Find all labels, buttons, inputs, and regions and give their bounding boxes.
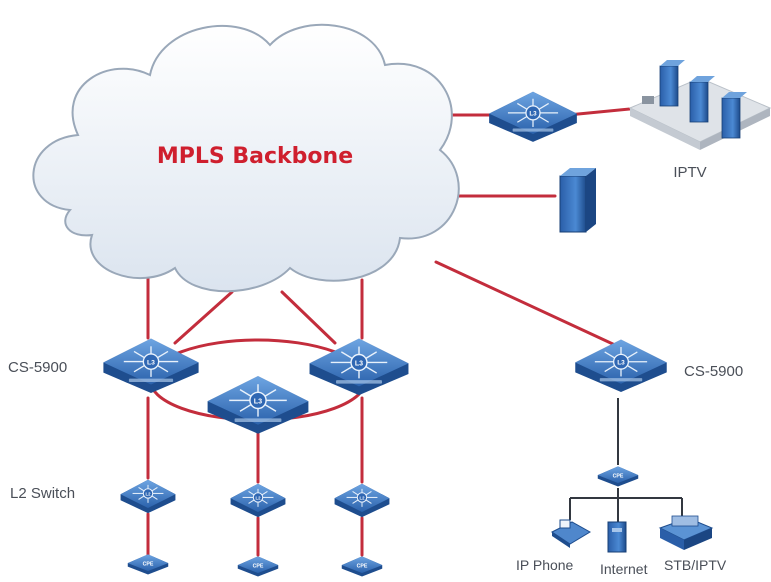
cpe-mid[interactable] (237, 556, 279, 577)
cs5900-label-left: CS-5900 (8, 359, 67, 376)
internet-label: Internet (600, 561, 648, 577)
l3-switch-iptv[interactable] (488, 91, 578, 143)
cpe-icon (237, 556, 279, 577)
cpe-branch[interactable] (597, 466, 639, 487)
l3-switch-icon (488, 91, 578, 143)
l2-switch-icon (120, 479, 176, 514)
l2-switch-icon (334, 483, 390, 518)
cpe-icon (341, 556, 383, 577)
cpe-branch-links (569, 398, 683, 522)
pc-icon (607, 521, 627, 553)
link-iptv-switch-servers (566, 106, 642, 117)
cpe-icon (127, 554, 169, 575)
ip-phone-icon (551, 519, 591, 548)
stb-icon (658, 515, 714, 550)
stb-iptv-label: STB/IPTV (664, 557, 727, 573)
l2-switch-mid[interactable] (230, 483, 286, 518)
l3-switch-icon (102, 337, 200, 394)
iptv-server-rack[interactable] (628, 60, 771, 150)
l2-switch-label: L2 Switch (10, 485, 75, 502)
server-icon (559, 168, 596, 233)
cpe-left[interactable] (127, 554, 169, 575)
l2-switch-left[interactable] (120, 479, 176, 514)
l2-switch-right[interactable] (334, 483, 390, 518)
cs5900-switch-right[interactable] (574, 338, 668, 393)
l3-switch-icon (206, 375, 310, 435)
mpls-backbone-cloud (32, 23, 460, 293)
ip-phone-device[interactable] (551, 519, 591, 548)
server-rack-icon (628, 60, 771, 150)
cpe-icon (597, 466, 639, 487)
cs5900-switch-bottom[interactable] (206, 375, 310, 435)
l3-switch-icon (574, 338, 668, 393)
cloud-icon (32, 23, 460, 293)
cs5900-label-right: CS-5900 (684, 363, 743, 380)
link-backbone-mid-cs5900 (280, 290, 337, 345)
cpe-right[interactable] (341, 556, 383, 577)
link-backbone-left-cs5900-b (173, 290, 234, 345)
backbone-label: MPLS Backbone (157, 144, 353, 169)
pc-device[interactable] (607, 521, 627, 553)
server[interactable] (559, 168, 596, 233)
link-backbone-right-cs5900 (434, 260, 617, 347)
ip-phone-label: IP Phone (516, 557, 574, 573)
cs5900-switch-left[interactable] (102, 337, 200, 394)
l2-switch-icon (230, 483, 286, 518)
iptv-label: IPTV (673, 164, 706, 181)
stb-device[interactable] (658, 515, 714, 550)
